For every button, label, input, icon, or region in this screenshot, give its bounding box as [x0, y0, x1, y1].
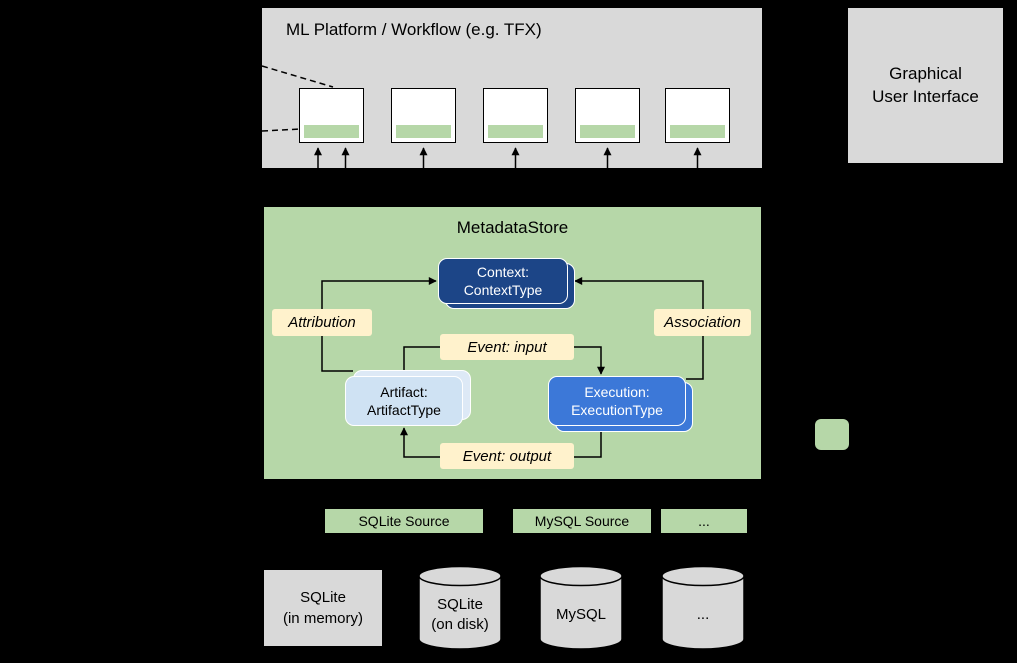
- artifact-node-label: Artifact: ArtifactType: [345, 376, 463, 426]
- database-cylinder-other: ...: [661, 565, 745, 651]
- mlmd-client-library-bar: [396, 125, 451, 138]
- ml-platform-box: ML Platform / Workflow (e.g. TFX): [262, 8, 762, 168]
- sqlite-source-box: SQLite Source: [325, 509, 483, 533]
- pipeline-component-box-3: [483, 88, 548, 143]
- attribution-label: Attribution: [272, 309, 372, 336]
- cylinder-label: SQLite (on disk): [431, 595, 489, 633]
- execution-node-label: Execution: ExecutionType: [548, 376, 686, 426]
- legend-green-swatch: [815, 419, 849, 450]
- sqlite-in-memory-box: SQLite (in memory): [264, 570, 382, 646]
- pipeline-component-box-1: [299, 88, 364, 143]
- mlmd-client-library-bar: [488, 125, 543, 138]
- database-cylinder-sqlite-disk: SQLite (on disk): [418, 565, 502, 651]
- graphical-user-interface-box: Graphical User Interface: [848, 8, 1003, 163]
- mlmd-client-library-bar: [670, 125, 725, 138]
- context-node-label: Context: ContextType: [438, 258, 568, 304]
- context-node: Context: ContextType: [438, 258, 575, 309]
- artifact-node: Artifact: ArtifactType: [345, 370, 471, 426]
- mysql-source-box: MySQL Source: [513, 509, 651, 533]
- other-source-box: ...: [661, 509, 747, 533]
- metadata-store-title: MetadataStore: [456, 218, 569, 237]
- event-input-label: Event: input: [440, 334, 574, 360]
- cylinder-shape: [661, 565, 745, 650]
- cylinder-label: MySQL: [555, 605, 606, 623]
- mlmd-client-library-bar: [304, 125, 359, 138]
- cylinder-shape: [539, 565, 623, 650]
- ml-platform-title: ML Platform / Workflow (e.g. TFX): [286, 20, 542, 39]
- mlmd-client-library-bar: [580, 125, 635, 138]
- cylinder-label: ...: [696, 605, 710, 623]
- database-cylinder-mysql: MySQL: [539, 565, 623, 651]
- cylinder-shape: [418, 565, 502, 650]
- pipeline-component-box-2: [391, 88, 456, 143]
- pipeline-component-box-4: [575, 88, 640, 143]
- association-label: Association: [654, 309, 751, 336]
- event-output-label: Event: output: [440, 443, 574, 469]
- execution-node: Execution: ExecutionType: [548, 376, 693, 432]
- pipeline-component-box-5: [665, 88, 730, 143]
